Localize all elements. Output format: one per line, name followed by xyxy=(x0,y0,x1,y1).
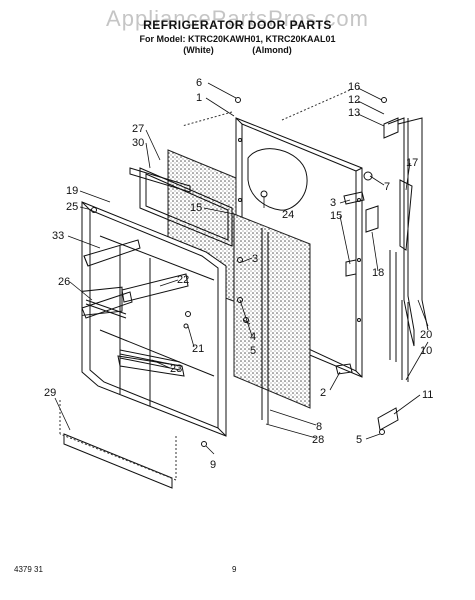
callout-27: 27 xyxy=(132,123,144,135)
callout-8: 8 xyxy=(316,421,322,433)
hinge-bracket-top xyxy=(343,191,379,277)
callout-6: 6 xyxy=(196,77,202,89)
color-variants: (White) (Almond) xyxy=(0,45,475,55)
callout-3: 3 xyxy=(252,253,258,265)
callout-13: 13 xyxy=(348,107,360,119)
callout-30: 30 xyxy=(132,137,144,149)
callout-23: 23 xyxy=(170,363,182,375)
callout-15: 15 xyxy=(190,202,202,214)
handle-assembly xyxy=(383,117,429,382)
leader-lines xyxy=(54,82,429,455)
callout-21: 21 xyxy=(192,343,204,355)
model-line: For Model: KTRC20KAWH01, KTRC20KAAL01 xyxy=(139,34,336,44)
inner-door-liner xyxy=(81,201,227,437)
callout-16: 16 xyxy=(348,81,360,93)
top-trim xyxy=(129,167,191,193)
callout-17: 17 xyxy=(406,157,418,169)
callout-15b: 15 xyxy=(330,210,342,222)
callout-1: 1 xyxy=(196,92,202,104)
callout-10: 10 xyxy=(420,345,432,357)
callout-19: 19 xyxy=(66,185,78,197)
callout-26: 26 xyxy=(58,276,70,288)
callout-22: 22 xyxy=(177,274,189,286)
callout-5b: 5 xyxy=(356,434,362,446)
callout-11: 11 xyxy=(422,389,433,401)
callout-12: 12 xyxy=(348,94,360,106)
callout-7: 7 xyxy=(384,181,390,193)
footer-code: 4379 31 xyxy=(14,565,43,574)
callout-labels: 6 1 27 30 19 25 33 26 22 21 23 29 15 24 … xyxy=(44,77,433,471)
watermark: AppliancePartsPros.com xyxy=(106,6,369,31)
alignment-lines xyxy=(59,89,351,481)
door-gasket xyxy=(139,167,269,424)
callout-2: 2 xyxy=(320,387,326,399)
callout-33: 33 xyxy=(52,230,64,242)
callout-3b: 3 xyxy=(330,197,336,209)
color-white: (White) xyxy=(183,45,214,55)
callout-24: 24 xyxy=(282,209,294,221)
callout-29: 29 xyxy=(44,387,56,399)
color-almond: (Almond) xyxy=(252,45,292,55)
callout-18: 18 xyxy=(372,267,384,279)
callout-28: 28 xyxy=(312,434,324,446)
callout-4: 4 xyxy=(250,331,256,343)
callout-9: 9 xyxy=(210,459,216,471)
bottom-trim xyxy=(63,433,173,489)
page-title: REFRIGERATOR DOOR PARTS xyxy=(143,18,332,32)
callout-5: 5 xyxy=(250,345,256,357)
hinge-bracket-bottom xyxy=(335,363,399,431)
callout-20: 20 xyxy=(420,329,432,341)
callout-25: 25 xyxy=(66,201,78,213)
page-number: 9 xyxy=(232,565,237,574)
